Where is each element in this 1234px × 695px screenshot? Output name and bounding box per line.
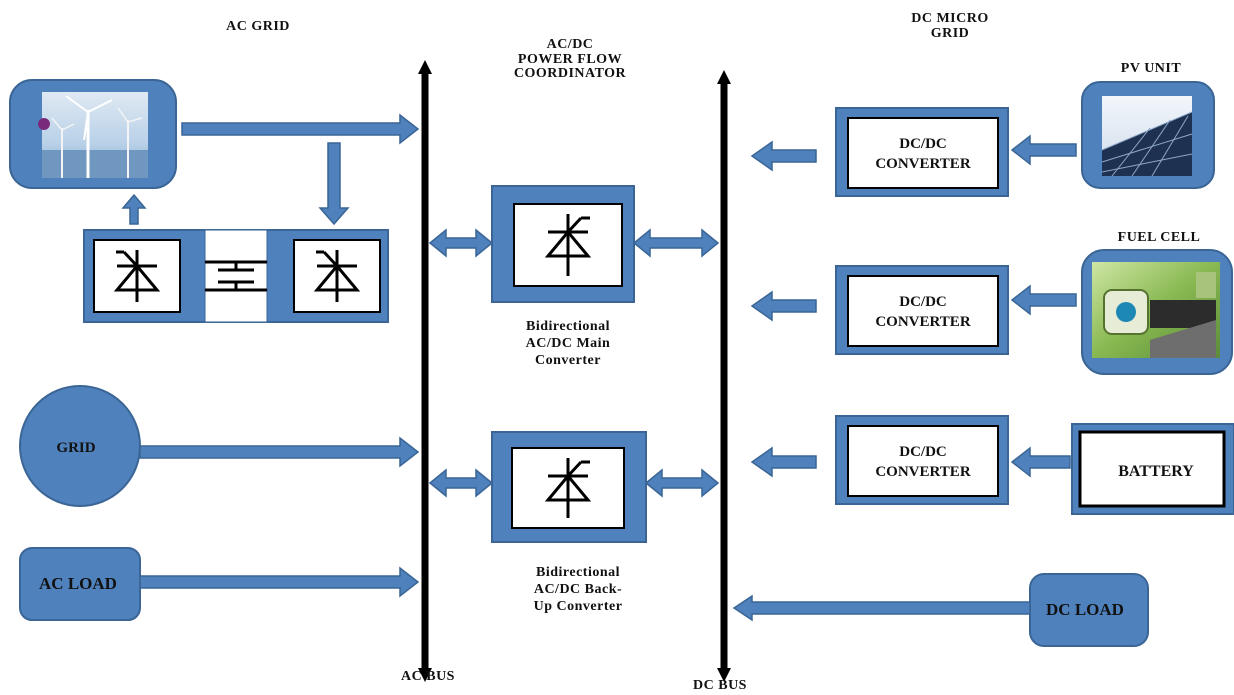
grid-label: GRID: [56, 440, 95, 456]
coordinator-line: COORDINATOR: [513, 66, 627, 82]
arrow-fc-dcdc-to-bus: [750, 290, 817, 322]
dcdc-converter-fuel-cell: [835, 265, 1009, 355]
main-converter-caption-line: AC/DC Main: [525, 336, 611, 352]
arrow-pv-dcdc-to-bus: [750, 140, 817, 172]
backup-converter-box: [491, 431, 647, 543]
coordinator-heading: AC/DC POWER FLOW COORDINATOR: [470, 37, 670, 82]
wind-turbine-image: [38, 92, 148, 178]
main-converter-caption-line: Converter: [535, 353, 601, 369]
dc-bus-line: [717, 70, 731, 682]
dcdc-label-line2: CONVERTER: [875, 464, 970, 480]
backup-converter-caption-line: Bidirectional: [535, 565, 621, 580]
thyristor-icon: [113, 250, 161, 302]
thyristor-icon: [544, 458, 592, 518]
fuel-cell-label: FUEL CELL: [1117, 230, 1201, 245]
thyristor-icon: [313, 250, 361, 302]
ac-load-label: AC LOAD: [39, 574, 117, 593]
back-to-back-converter: [83, 229, 389, 323]
backup-converter-caption-line: AC/DC Back-: [533, 582, 623, 598]
backup-converter-caption: Bidirectional AC/DC Back- Up Converter: [488, 564, 668, 615]
arrow-pv-to-dcdc: [1010, 134, 1077, 166]
dc-micro-grid-line: GRID: [930, 25, 970, 41]
arrow-battery-dcdc-to-bus: [750, 446, 817, 478]
dc-micro-grid-line: DC MICRO: [911, 11, 989, 26]
wind-turbine-box: [9, 79, 177, 189]
thyristor-icon: [544, 214, 592, 276]
dc-load-label: DC LOAD: [1046, 600, 1124, 619]
ac-bus-line: [418, 60, 432, 682]
dcdc-label-line1: DC/DC: [899, 444, 947, 460]
coordinator-line: AC/DC: [546, 37, 594, 52]
fuel-cell-box: [1081, 249, 1233, 375]
pv-unit-label: PV UNIT: [1120, 61, 1182, 76]
pv-unit-box: [1081, 81, 1215, 189]
dc-micro-grid-heading: DC MICRO GRID: [880, 11, 1020, 41]
dcdc-label-line2: CONVERTER: [875, 156, 970, 172]
fuel-cell-image: [1092, 262, 1220, 358]
arrow-main-ac-side: [428, 228, 494, 258]
arrow-backup-ac-side: [428, 468, 494, 498]
ac-bus-label: AC BUS: [401, 669, 455, 684]
dcdc-label-line1: DC/DC: [899, 294, 947, 310]
dcdc-label-line2: CONVERTER: [875, 314, 970, 330]
main-converter-box: [491, 185, 635, 303]
arrow-ac-load: [139, 566, 420, 598]
arrow-wind-to-ac-bus: [181, 113, 420, 145]
backup-converter-caption-line: Up Converter: [533, 599, 623, 615]
dc-bus-label: DC BUS: [693, 678, 747, 693]
arrow-backup-dc-side: [644, 468, 720, 498]
arrow-battery-to-dcdc: [1010, 446, 1071, 478]
battery-label: BATTERY: [1118, 463, 1194, 480]
coordinator-line: POWER FLOW: [517, 51, 623, 67]
dcdc-label-line1: DC/DC: [899, 136, 947, 152]
arrow-wind-down: [318, 142, 350, 226]
ac-grid-heading: AC GRID: [226, 19, 290, 34]
dcdc-converter-battery: [835, 415, 1009, 505]
battery-box: [1071, 423, 1234, 515]
arrow-converter-up: [121, 193, 147, 225]
dcdc-converter-pv: [835, 107, 1009, 197]
main-converter-caption: Bidirectional AC/DC Main Converter: [478, 318, 658, 369]
solar-panel-image: [1101, 96, 1193, 177]
arrow-grid-to-ac-bus: [139, 436, 420, 468]
arrow-fc-to-dcdc: [1010, 284, 1077, 316]
arrow-main-dc-side: [632, 228, 720, 258]
arrow-dc-load: [732, 594, 1031, 622]
main-converter-caption-line: Bidirectional: [525, 319, 611, 334]
capacitor-icon: [205, 260, 267, 292]
